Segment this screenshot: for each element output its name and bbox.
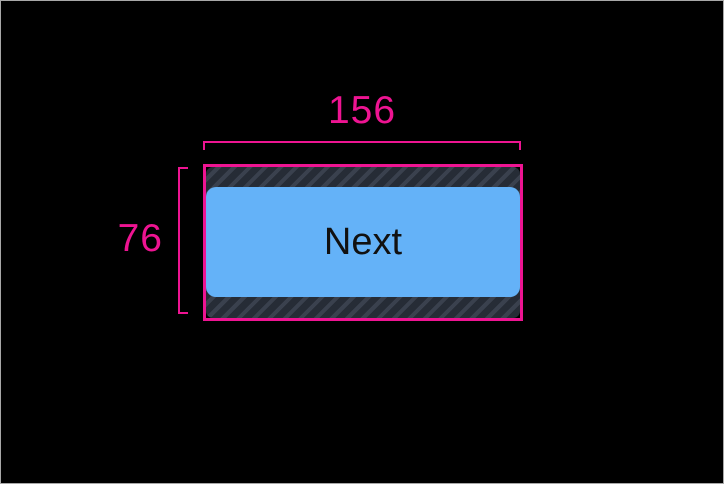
padding-hatch-area: Next (206, 167, 520, 318)
height-measurement-bracket (178, 167, 188, 314)
height-dimension-label: 76 (117, 217, 163, 260)
selection-outline: Next (203, 164, 523, 321)
width-measurement-bracket (203, 141, 521, 150)
width-dimension-label: 156 (327, 89, 397, 132)
next-button[interactable]: Next (206, 187, 520, 297)
